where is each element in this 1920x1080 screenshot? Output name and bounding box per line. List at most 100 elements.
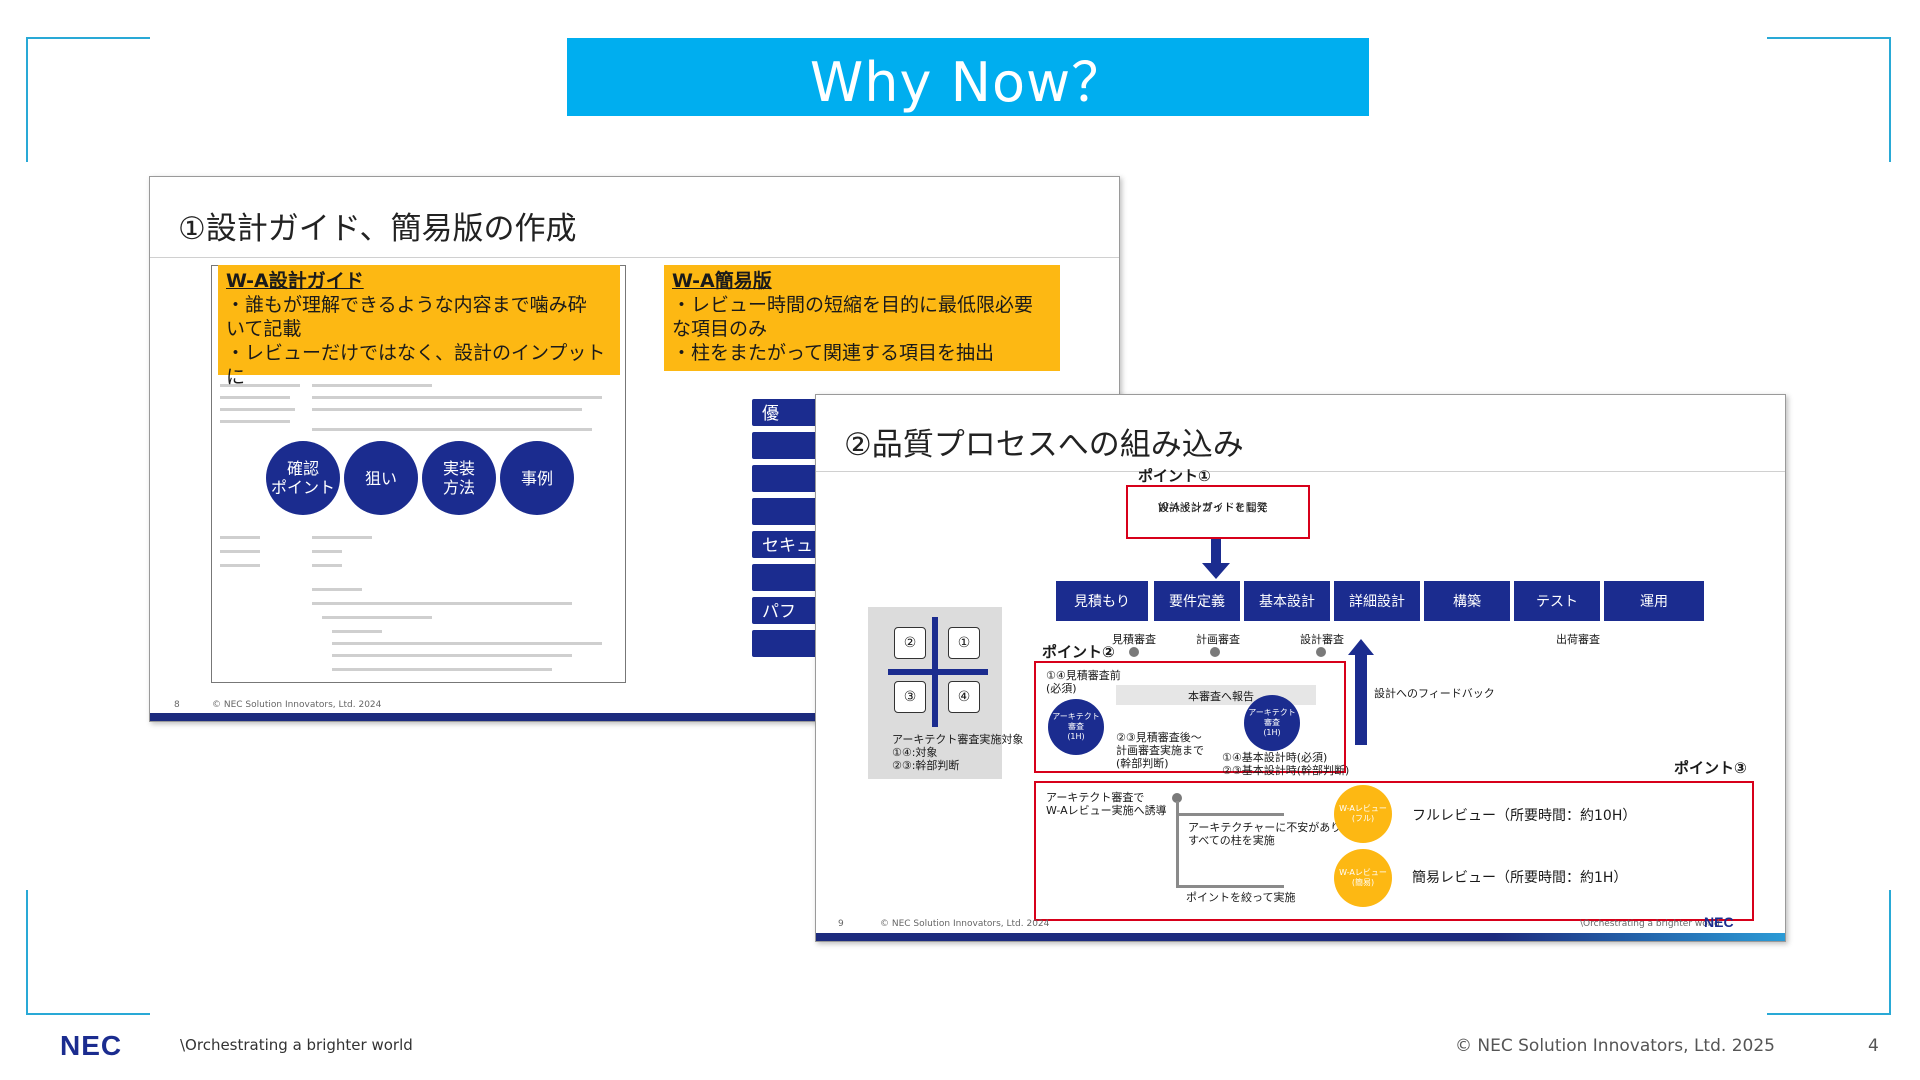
point1-label: ポイント① (1138, 467, 1211, 485)
implementation-circle: 実装 方法 (422, 441, 496, 515)
point3-left-1: アーキテクト審査で (1046, 791, 1145, 804)
design-guide-line-3: ・レビューだけではなく、設計のインプットに (226, 342, 606, 388)
mid-note-3: (幹部判断) (1116, 757, 1169, 770)
process-diagram-graphics (1202, 539, 1374, 745)
full-review-label: フルレビュー（所要時間：約10H） (1412, 808, 1637, 824)
check-point-circle: 確認 ポイント (266, 441, 340, 515)
point2-label: ポイント② (1042, 643, 1115, 661)
footer-tagline: \Orchestrating a brighter world (180, 1036, 413, 1054)
corner-frame-top-left (26, 37, 150, 162)
simple-version-line-3: ・柱をまたがって関連する項目を抽出 (672, 342, 995, 364)
point3-low: ポイントを絞って実施 (1186, 891, 1296, 904)
pillar-bar (752, 564, 822, 591)
point3-mid-1: アーキテクチャーに不安があり (1188, 821, 1342, 834)
review-point-dot (1210, 647, 1220, 657)
slide1-page-number: 8 (174, 700, 180, 710)
quadrant-caption-2: ①④:対象 (892, 746, 938, 759)
point3-label: ポイント③ (1674, 759, 1747, 777)
wa-full-review-circle: W-Aレビュー (フル) (1334, 785, 1392, 843)
phase-build: 構築 (1424, 581, 1510, 621)
design-guide-callout: W-A設計ガイド ・誰もが理解できるような内容まで噛み砕 いて記載 ・レビューだ… (218, 265, 620, 388)
page-title: Why Now？ (567, 38, 1369, 116)
point1-line-1: 設計インプットとして (1158, 501, 1268, 514)
phase-detail-design: 詳細設計 (1334, 581, 1420, 621)
review-estimate: 見積審査 (1112, 633, 1156, 646)
pillar-bar (752, 498, 822, 525)
right-note-2: ②③基本設計時(幹部判断) (1222, 764, 1350, 777)
slide2-tagline: \Orchestrating a brighter world (1580, 919, 1720, 929)
quadrant-caption-1: アーキテクト審査実施対象 (892, 733, 1024, 746)
slide1-title: ①設計ガイド、簡易版の作成 (178, 211, 577, 247)
quadrant-1: ① (948, 627, 980, 659)
slide1-copyright: © NEC Solution Innovators, Ltd. 2024 (212, 700, 382, 710)
slide2-footer-bar (816, 933, 1785, 941)
point1-line-2: W-A設計ガイドを開発 (1158, 501, 1268, 514)
flow-dot (1172, 793, 1182, 803)
phase-operation: 運用 (1604, 581, 1704, 621)
example-circle: 事例 (500, 441, 574, 515)
review-point-dot (1129, 647, 1139, 657)
right-note-1: ①④基本設計時(必須) (1222, 751, 1328, 764)
slide2-title: ②品質プロセスへの組み込み (844, 427, 1244, 463)
phase-estimate: 見積もり (1056, 581, 1148, 621)
pillar-bar: セキュ (752, 531, 822, 558)
pillar-bar (752, 432, 822, 459)
point2-box (1034, 661, 1346, 773)
mid-note-2: 計画審査実施まで (1116, 744, 1204, 757)
slide2-logo: NEC (1704, 914, 1734, 930)
flow-line (1176, 813, 1284, 816)
design-guide-heading: W-A設計ガイド (226, 270, 364, 292)
simple-version-heading: W-A簡易版 (672, 270, 772, 292)
review-target-quadrant: ② ① ③ ④ アーキテクト審査実施対象 ①④:対象 ②③:幹部判断 (868, 607, 1023, 779)
pillar-bar (752, 465, 822, 492)
phase-basic-design: 基本設計 (1244, 581, 1330, 621)
page-number: 4 (1868, 1036, 1879, 1056)
architect-review-circle-1: アーキテクト 審査 (1H) (1048, 699, 1104, 755)
pillar-bar: パフ (752, 597, 822, 624)
quadrant-2: ② (894, 627, 926, 659)
point3-left-2: W-Aレビュー実施へ誘導 (1046, 804, 1167, 817)
corner-frame-bottom-left (26, 890, 150, 1015)
simple-version-callout: W-A簡易版 ・レビュー時間の短縮を目的に最低限必要 な項目のみ ・柱をまたがっ… (664, 265, 1060, 371)
pillar-bar: 優 (752, 399, 822, 426)
flow-line (1176, 801, 1179, 887)
slide-thumbnail-quality-process: ②品質プロセスへの組み込み ポイント① 設計インプットとして W-A設計ガイドを… (815, 394, 1786, 942)
point2-line-1: ①④見積審査前 (1046, 669, 1121, 682)
wa-simple-review-circle: W-Aレビュー (簡易) (1334, 849, 1392, 907)
corner-frame-top-right (1767, 37, 1891, 162)
review-plan: 計画審査 (1196, 633, 1240, 646)
point3-mid-2: すべての柱を実施 (1188, 834, 1275, 847)
slide1-footer-bar (150, 713, 1119, 721)
point3-box (1034, 781, 1754, 921)
review-shipment: 出荷審査 (1556, 633, 1600, 646)
slide2-divider (816, 471, 1785, 472)
slide1-divider (150, 257, 1119, 258)
corner-frame-bottom-right (1767, 890, 1891, 1015)
simple-version-line-1: ・レビュー時間の短縮を目的に最低限必要 (672, 294, 1034, 316)
quadrant-caption-3: ②③:幹部判断 (892, 759, 960, 772)
phase-requirements: 要件定義 (1154, 581, 1240, 621)
slide2-page-number: 9 (838, 919, 844, 929)
review-design: 設計審査 (1300, 633, 1344, 646)
simple-version-line-2: な項目のみ (672, 318, 768, 340)
quadrant-3: ③ (894, 681, 926, 713)
pillar-bar (752, 630, 822, 657)
feedback-label: 設計へのフィードバック (1374, 687, 1495, 700)
phase-test: テスト (1514, 581, 1600, 621)
nec-logo: NEC (60, 1030, 123, 1061)
pillar-bar-list: 優 セキュ パフ (752, 399, 822, 663)
slide2-copyright: © NEC Solution Innovators, Ltd. 2024 (880, 919, 1050, 929)
point1-box: 設計インプットとして W-A設計ガイドを開発 (1126, 485, 1310, 539)
architect-review-circle-2: アーキテクト 審査 (1H) (1244, 695, 1300, 751)
footer-copyright: © NEC Solution Innovators, Ltd. 2025 (1455, 1036, 1775, 1056)
aim-circle: 狙い (344, 441, 418, 515)
point2-line-2: (必須) (1046, 682, 1077, 695)
review-point-dot (1316, 647, 1326, 657)
quadrant-4: ④ (948, 681, 980, 713)
flow-line (1176, 885, 1284, 888)
report-label: 本審査へ報告 (1188, 690, 1254, 703)
simple-review-label: 簡易レビュー（所要時間：約1H） (1412, 870, 1628, 886)
mid-note-1: ②③見積審査後～ (1116, 731, 1202, 744)
design-guide-line-1: ・誰もが理解できるような内容まで噛み砕 (226, 294, 587, 316)
design-guide-line-2: いて記載 (226, 318, 302, 340)
